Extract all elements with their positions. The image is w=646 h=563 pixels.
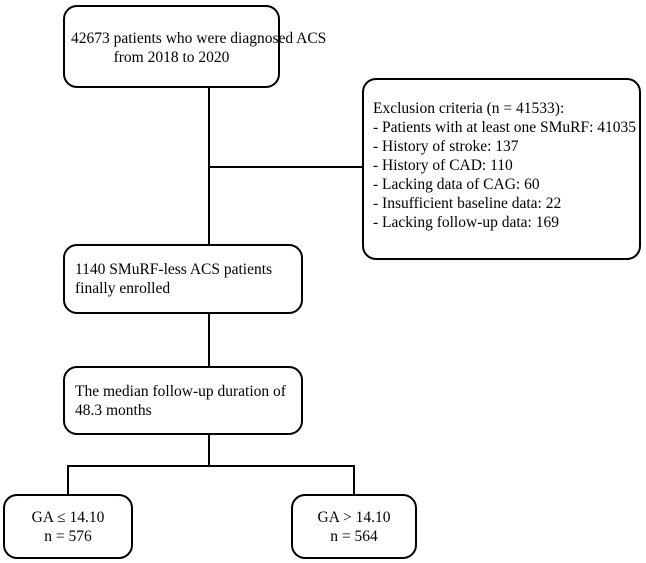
enrolled-patients-text: 1140 SMuRF-less ACS patients finally enr… [75,261,273,297]
group-ga-high-count: n = 564 [330,528,378,545]
exclusion-criteria-box: Exclusion criteria (n = 41533): - Patien… [362,78,641,260]
exclusion-item-stroke: - History of stroke: 137 [373,138,519,155]
exclusion-item-cad: - History of CAD: 110 [373,157,513,174]
enrolled-patients-box: 1140 SMuRF-less ACS patients finally enr… [63,244,303,314]
group-ga-low-label: GA ≤ 14.10 [31,509,105,526]
exclusion-criteria-list: - Patients with at least one SMuRF: 4103… [373,118,637,232]
exclusion-item-smurf: - Patients with at least one SMuRF: 4103… [373,119,637,136]
exclusion-item-baseline: - Insufficient baseline data: 22 [373,195,562,212]
group-ga-low-box: GA ≤ 14.10 n = 576 [3,494,133,559]
group-ga-low-count: n = 576 [44,528,92,545]
initial-population-line-1: 42673 patients who were diagnosed ACS [71,30,327,47]
initial-population-box: 42673 patients who were diagnosed ACS fr… [63,5,327,88]
initial-population-line-2: from 2018 to 2020 [113,49,230,66]
followup-duration-box: The median follow-up duration of 48.3 mo… [63,366,303,435]
group-ga-high-label: GA > 14.10 [317,509,391,526]
exclusion-criteria-heading: Exclusion criteria (n = 41533): [373,100,565,117]
group-ga-high-box: GA > 14.10 n = 564 [291,494,417,559]
followup-duration-text: The median follow-up duration of 48.3 mo… [75,383,286,419]
exclusion-item-followup: - Lacking follow-up data: 169 [373,214,559,231]
exclusion-item-cag: - Lacking data of CAG: 60 [373,176,540,193]
